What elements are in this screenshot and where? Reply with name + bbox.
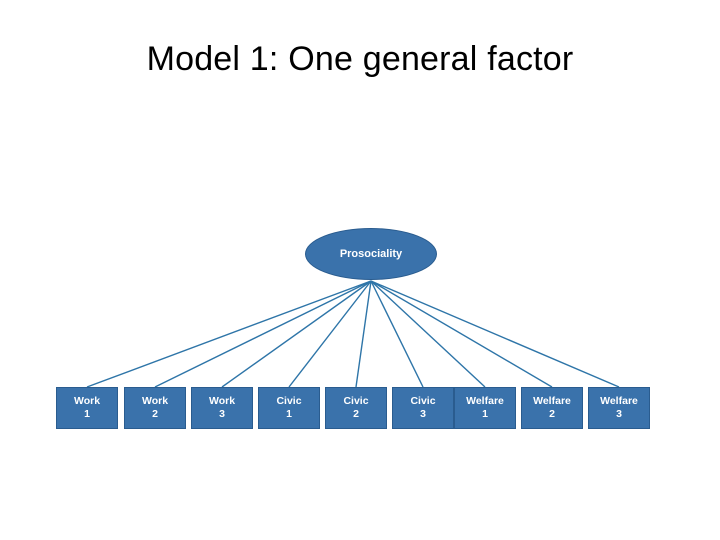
indicator-node-civic-2: Civic 2 xyxy=(325,387,387,429)
edge-to-civic-3 xyxy=(370,280,424,388)
indicator-label-line2: 2 xyxy=(549,408,555,420)
indicator-label-line2: 3 xyxy=(219,408,225,420)
indicator-label-line2: 2 xyxy=(353,408,359,420)
indicator-node-civic-1: Civic 1 xyxy=(258,387,320,429)
indicator-node-welfare-2: Welfare 2 xyxy=(521,387,583,429)
edge-to-civic-2 xyxy=(355,280,372,388)
edge-to-welfare-1 xyxy=(370,280,486,388)
indicator-node-civic-3: Civic 3 xyxy=(392,387,454,429)
indicator-label-line2: 1 xyxy=(84,408,90,420)
indicator-node-welfare-3: Welfare 3 xyxy=(588,387,650,429)
indicator-label-line1: Welfare xyxy=(466,395,504,407)
indicator-label-line1: Work xyxy=(141,395,169,407)
edge-to-civic-1 xyxy=(288,280,372,388)
latent-factor-label: Prosociality xyxy=(339,248,403,260)
indicator-node-work-2: Work 2 xyxy=(124,387,186,429)
edge-to-welfare-3 xyxy=(370,280,620,388)
indicator-node-welfare-1: Welfare 1 xyxy=(454,387,516,429)
indicator-label-line2: 1 xyxy=(482,408,488,420)
indicator-label-line2: 2 xyxy=(152,408,158,420)
indicator-label-line1: Welfare xyxy=(600,395,638,407)
edge-to-work-2 xyxy=(154,280,372,388)
indicator-node-work-3: Work 3 xyxy=(191,387,253,429)
indicator-node-work-1: Work 1 xyxy=(56,387,118,429)
edge-to-welfare-2 xyxy=(370,280,553,388)
page-title: Model 1: One general factor xyxy=(146,40,574,78)
indicator-label-line1: Civic xyxy=(410,395,436,407)
indicator-label-line2: 3 xyxy=(420,408,426,420)
indicator-label-line1: Work xyxy=(208,395,236,407)
latent-factor-node: Prosociality xyxy=(305,228,437,280)
indicator-label-line1: Civic xyxy=(343,395,369,407)
edge-to-work-1 xyxy=(86,280,372,388)
indicator-label-line1: Civic xyxy=(276,395,302,407)
indicator-label-line2: 3 xyxy=(616,408,622,420)
indicator-label-line1: Work xyxy=(73,395,101,407)
edge-to-work-3 xyxy=(221,280,372,388)
indicator-label-line2: 1 xyxy=(286,408,292,420)
indicator-label-line1: Welfare xyxy=(533,395,571,407)
